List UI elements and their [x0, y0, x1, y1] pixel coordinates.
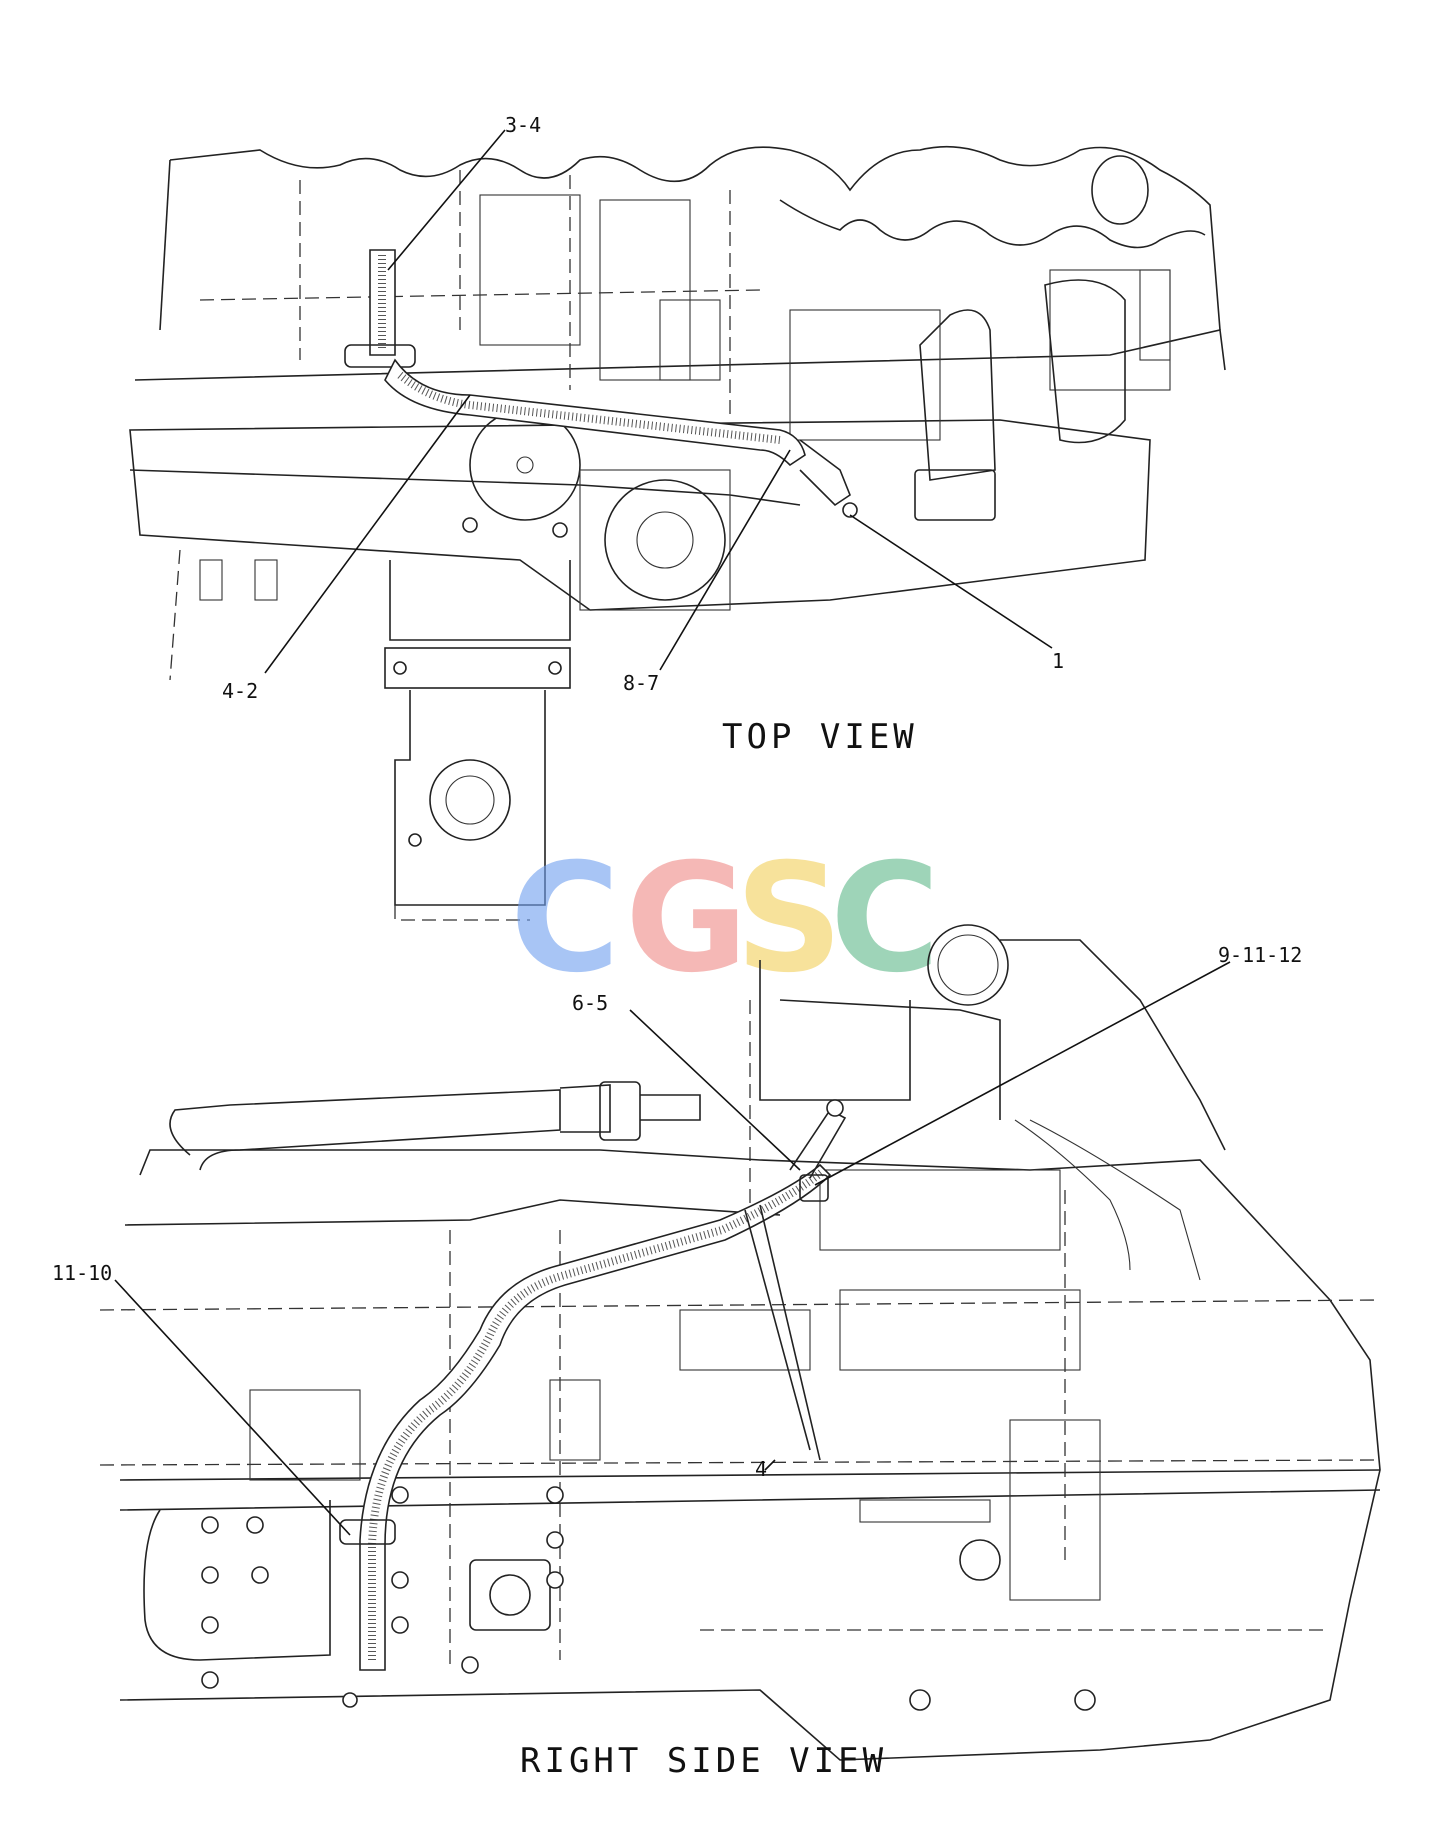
- callout-1: 1: [1052, 649, 1064, 673]
- watermark-letter: C: [510, 832, 620, 1006]
- watermark-letter: S: [735, 832, 843, 1006]
- top-view-title: TOP VIEW: [722, 717, 918, 757]
- callout-4: 4: [755, 1457, 767, 1481]
- callout-11-10: 11-10: [52, 1261, 112, 1285]
- callout-4-2: 4-2: [222, 679, 258, 703]
- watermark-letter: G: [625, 832, 748, 1006]
- right-side-view-title: RIGHT SIDE VIEW: [520, 1741, 887, 1781]
- top-view: [129, 129, 1226, 921]
- callout-3-4: 3-4: [505, 113, 541, 137]
- watermark-letter: C: [830, 832, 940, 1006]
- right-side-view: [99, 924, 1381, 1761]
- callout-6-5: 6-5: [572, 991, 608, 1015]
- cgsc-watermark-logo: C G S C: [510, 832, 940, 1006]
- callout-9-11-12: 9-11-12: [1218, 943, 1302, 967]
- callout-8-7: 8-7: [623, 671, 659, 695]
